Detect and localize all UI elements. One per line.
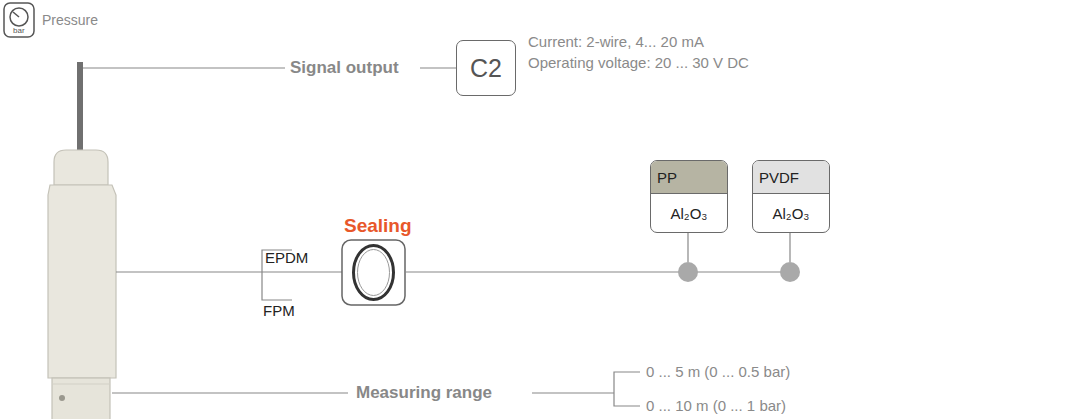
signal-box: C2 — [456, 40, 516, 96]
diaphragm-material: Al₂O₃ — [753, 194, 829, 232]
sensor-cap — [54, 150, 108, 185]
cable — [77, 62, 83, 152]
range-option: 0 ... 10 m (0 ... 1 bar) — [646, 397, 786, 414]
sensor-tip — [52, 378, 110, 419]
sensor-hole — [59, 395, 65, 401]
signal-code: C2 — [470, 54, 502, 83]
range-option: 0 ... 5 m (0 ... 0.5 bar) — [646, 363, 790, 380]
o-ring — [354, 246, 394, 300]
icon-unit: bar — [13, 26, 25, 35]
housing-material: PP — [651, 161, 727, 194]
leader-line — [262, 271, 342, 272]
leader-line — [420, 67, 456, 68]
section-label: Signal output — [290, 58, 399, 78]
category-label: Pressure — [42, 12, 98, 28]
option-label: EPDM — [265, 249, 308, 266]
spec-text: Current: 2-wire, 4... 20 mA — [528, 33, 704, 50]
sensor-body — [48, 185, 116, 378]
leader-line — [112, 392, 348, 393]
leader-line — [405, 271, 790, 272]
pressure-icon — [4, 3, 34, 37]
leader-line — [83, 67, 285, 68]
spec-text: Operating voltage: 20 ... 30 V DC — [528, 54, 749, 71]
leader-line — [116, 271, 262, 272]
housing-material: PVDF — [753, 161, 829, 194]
sensor-groove — [52, 384, 110, 385]
leader-line — [687, 233, 688, 262]
o-ring-box — [342, 240, 405, 305]
leader-line — [789, 233, 790, 262]
gauge-dial — [10, 8, 28, 26]
option-label: FPM — [263, 302, 295, 319]
leader-line — [532, 392, 614, 393]
bracket — [614, 372, 640, 406]
section-label: Sealing — [344, 215, 412, 237]
material-box: PPAl₂O₃ — [650, 160, 728, 233]
gauge-needle — [13, 12, 19, 17]
option-dot — [678, 262, 698, 282]
section-label: Measuring range — [356, 383, 492, 403]
option-dot — [780, 262, 800, 282]
diaphragm-material: Al₂O₃ — [651, 194, 727, 232]
material-box: PVDFAl₂O₃ — [752, 160, 830, 233]
o-ring-inner — [358, 250, 390, 296]
